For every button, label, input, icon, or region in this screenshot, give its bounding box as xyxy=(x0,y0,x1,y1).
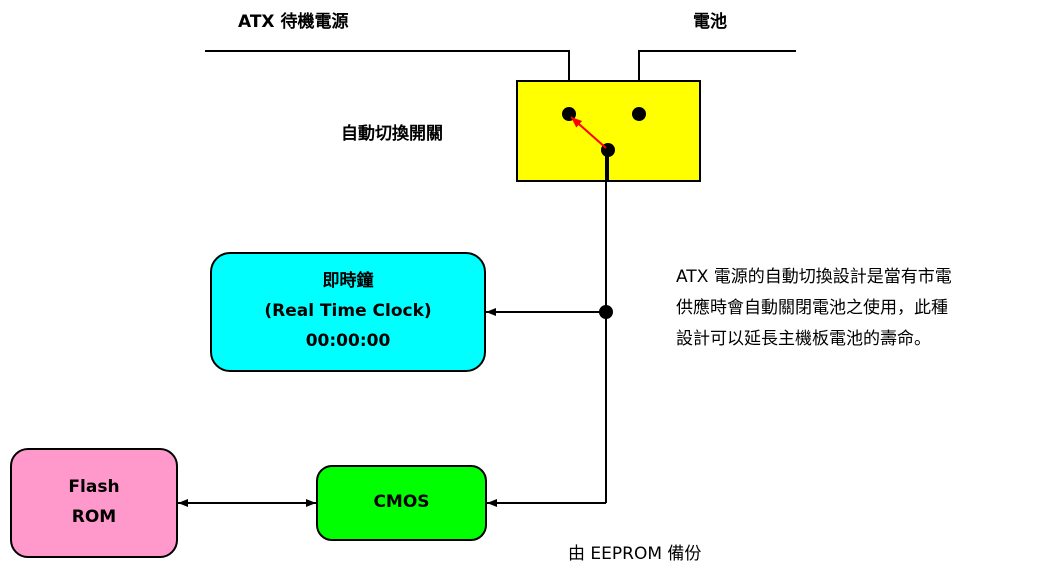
cmos-label: CMOS xyxy=(373,492,430,513)
rtc-title: 即時鐘 xyxy=(322,271,374,292)
battery-label: 電池 xyxy=(693,12,727,32)
note-line-3: 設計可以延長主機板電池的壽命。 xyxy=(676,329,931,349)
rtc-subtitle: (Real Time Clock) xyxy=(264,301,432,322)
atx-standby-power-label: ATX 待機電源 xyxy=(238,12,349,32)
flash-rom-line1: Flash xyxy=(68,477,120,498)
flash-rom-box: Flash ROM xyxy=(10,448,178,558)
flash-rom-line2: ROM xyxy=(71,507,117,527)
cmos-box: CMOS xyxy=(316,465,487,541)
battery-contact-dot xyxy=(632,107,646,121)
switch-arrow xyxy=(570,116,607,149)
note-line-1: ATX 電源的自動切換設計是當有市電 xyxy=(676,267,952,287)
eeprom-backup-caption: 由 EEPROM 備份 xyxy=(568,544,702,564)
auto-switch-label: 自動切換開關 xyxy=(341,124,443,144)
note-line-2: 供應時會自動關閉電池之使用，此種 xyxy=(676,298,948,318)
note-text: ATX 電源的自動切換設計是當有市電 供應時會自動關閉電池之使用，此種 設計可以… xyxy=(676,262,952,355)
rtc-box: 即時鐘 (Real Time Clock) 00:00:00 xyxy=(210,252,486,372)
rtc-time: 00:00:00 xyxy=(305,330,391,351)
